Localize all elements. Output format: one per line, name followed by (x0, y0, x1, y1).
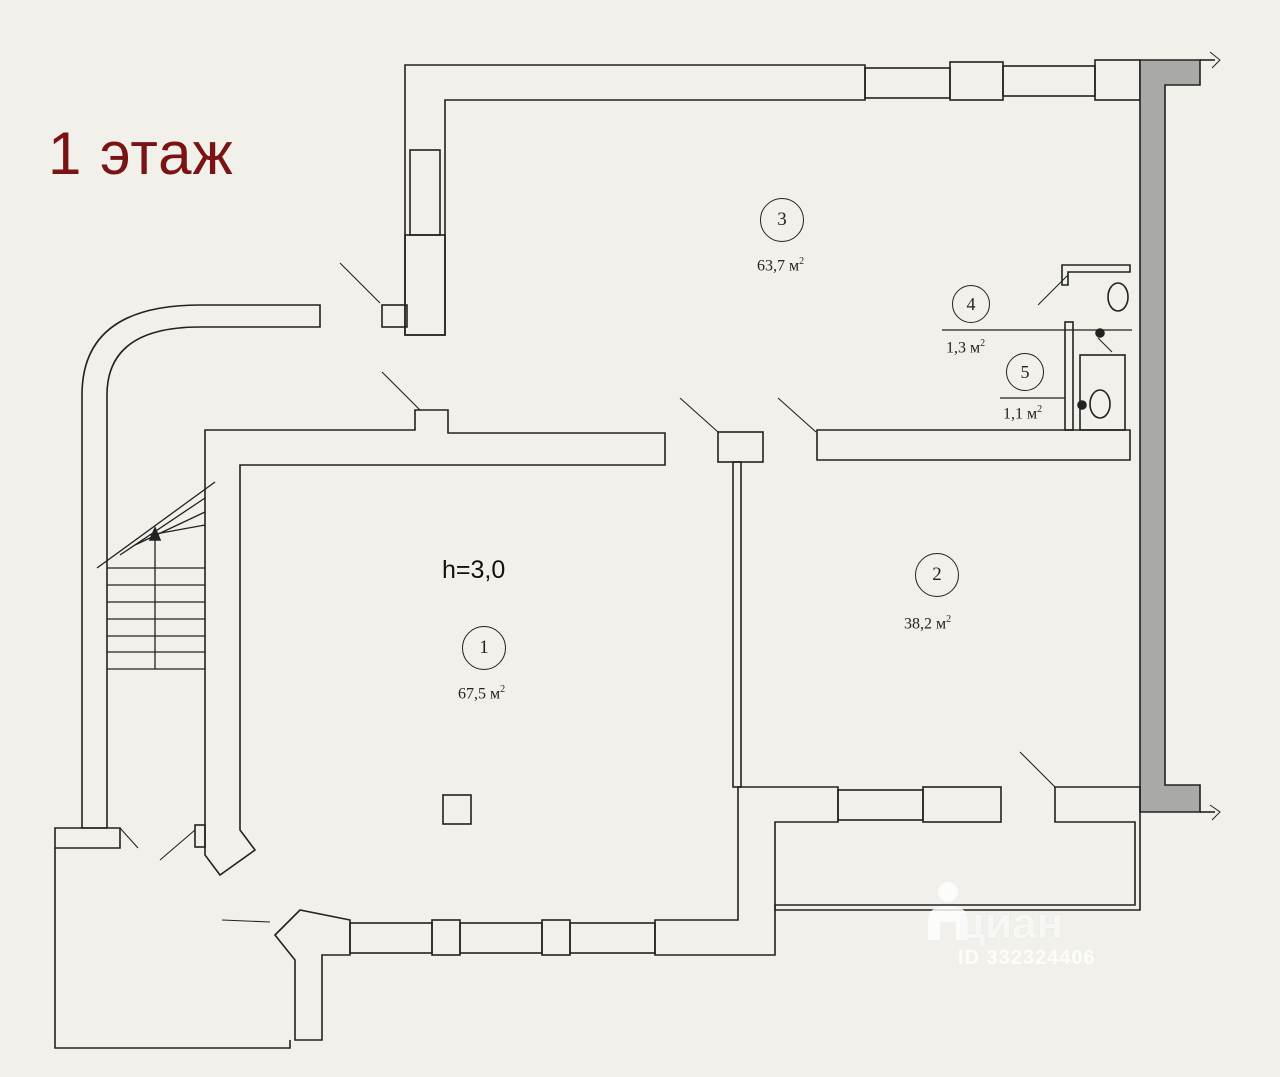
sink-icon (1107, 282, 1129, 312)
wall-bath-partition (1064, 321, 1074, 431)
wall-room2-right-bottom (774, 786, 1141, 911)
room-4-area: 1,3 м2 (946, 338, 986, 357)
wall-curved (81, 304, 321, 829)
room-3-number: 3 (760, 198, 804, 242)
window-top-2 (1002, 65, 1096, 97)
wall-stair-base-right (194, 824, 206, 848)
window-room1-3 (569, 922, 656, 954)
stairs-arrow-icon (148, 525, 162, 541)
toilet-icon (1089, 389, 1111, 419)
column-room1 (442, 794, 472, 825)
stairs (96, 481, 216, 670)
wall-corner-bottom-left (273, 909, 351, 1041)
room-5-number: 5 (1006, 353, 1044, 391)
wall-thin-1-2 (732, 461, 742, 788)
watermark-brand: циан (958, 899, 1064, 948)
ceiling-height-label: h=3,0 (442, 556, 506, 584)
room-4-number: 4 (952, 285, 990, 323)
wall-room3-left-lower (404, 234, 446, 336)
wall-bath-top (1061, 264, 1131, 286)
window-top-1 (864, 67, 951, 99)
room-1-area: 67,5 м2 (458, 684, 506, 703)
wall-bath-partition-2 (1079, 354, 1126, 431)
watermark-id: ID 332324406 (958, 947, 1096, 969)
watermark-person-icon (928, 882, 968, 940)
room-3-area: 63,7 м2 (757, 256, 805, 275)
room-2-area: 38,2 м2 (904, 614, 952, 633)
wall-partition-left (204, 409, 666, 877)
shaded-right-wall (1139, 59, 1201, 813)
wall-partition-right (816, 429, 1131, 461)
room-2-number: 2 (915, 553, 959, 597)
room-1-number: 1 (462, 626, 506, 670)
floor-title: 1 этаж (48, 120, 234, 187)
room-5-area: 1,1 м2 (1003, 404, 1043, 423)
wall-pier-room2 (922, 786, 1002, 823)
wall-stair-base (54, 827, 121, 849)
door-swings (119, 262, 1113, 923)
wall-lower-left (54, 848, 291, 1049)
wall-small-block (381, 304, 408, 328)
